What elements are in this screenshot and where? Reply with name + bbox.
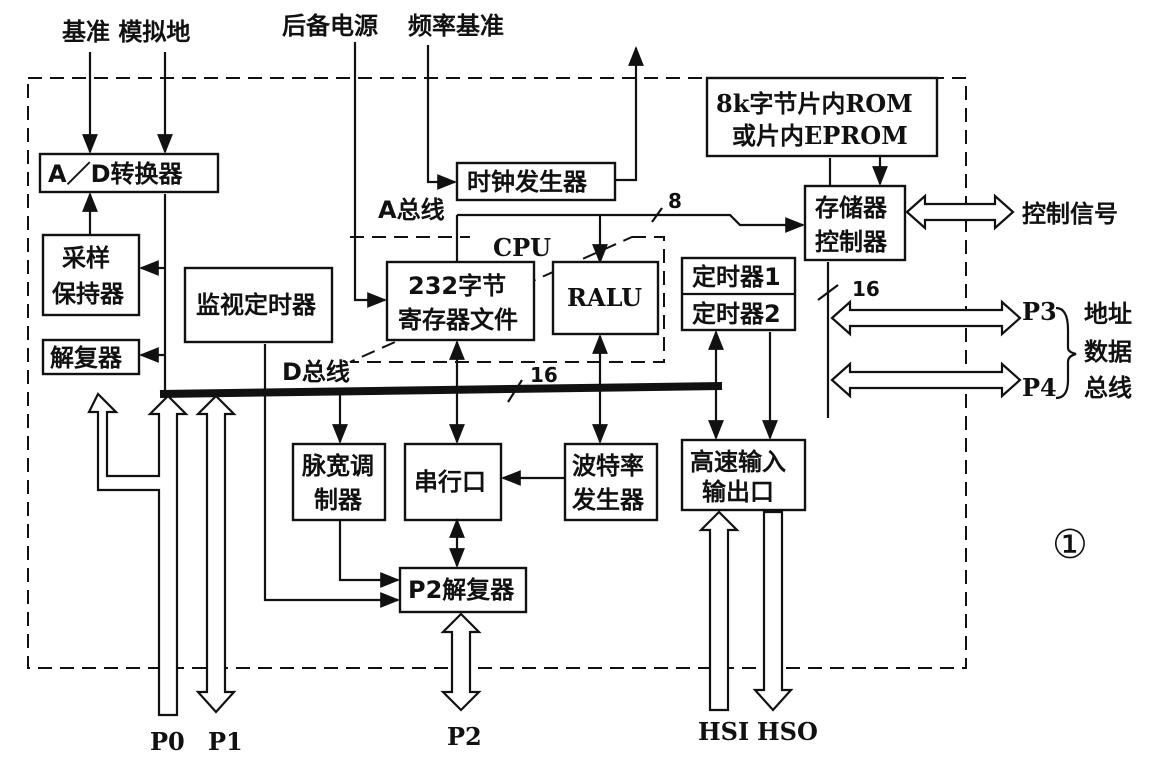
figure-number: ①: [1052, 522, 1088, 568]
d-bus: [159, 382, 723, 398]
svg-text:8k字节片内ROM: 8k字节片内ROM: [716, 89, 913, 118]
backup-power-label: 后备电源: [282, 12, 378, 40]
svg-text:P4: P4: [1022, 373, 1057, 402]
p2-demux-block: [398, 566, 528, 614]
a-bus-label: A总线: [378, 196, 445, 224]
svg-text:P0: P0: [150, 727, 185, 756]
svg-text:时钟发生器: 时钟发生器: [467, 168, 588, 196]
adc-label: A／D转换器: [48, 160, 183, 188]
svg-text:高速输入: 高速输入: [690, 448, 786, 476]
svg-text:RALU: RALU: [567, 283, 642, 312]
sample-hold-block: [41, 233, 141, 317]
svg-text:监视定时器: 监视定时器: [196, 291, 317, 319]
p2-arrow: [440, 612, 482, 712]
svg-text:16: 16: [530, 363, 558, 387]
svg-text:P2解复器: P2解复器: [408, 576, 515, 604]
ralu-block: [551, 260, 660, 336]
cpu-label: CPU: [493, 233, 551, 262]
svg-text:地址: 地址: [1084, 300, 1132, 328]
svg-text:制器: 制器: [314, 486, 363, 514]
demux-left-block: [41, 338, 141, 376]
svg-text:控制信号: 控制信号: [1022, 200, 1118, 228]
freq-ref-label: 频率基准: [408, 12, 504, 40]
svg-text:数据: 数据: [1084, 338, 1132, 366]
svg-text:8: 8: [668, 189, 682, 213]
svg-text:保持器: 保持器: [51, 280, 125, 308]
p1-arrow: [195, 394, 237, 714]
p0-arrow: [87, 392, 189, 717]
svg-text:定时器2: 定时器2: [692, 300, 781, 328]
rom-block: [705, 76, 939, 158]
adc-block: [38, 152, 220, 194]
baud-rate-block: [563, 442, 659, 522]
memory-controller-block: [803, 184, 907, 262]
pwm-block: [291, 442, 387, 522]
svg-text:或片内EPROM: 或片内EPROM: [732, 121, 908, 150]
svg-text:控制器: 控制器: [815, 228, 888, 256]
svg-text:寄存器文件: 寄存器文件: [398, 306, 518, 334]
watchdog-block: [183, 266, 334, 344]
hsi-arrow: [698, 510, 740, 712]
d-bus-label: D总线: [282, 358, 350, 386]
svg-text:定时器1: 定时器1: [692, 263, 781, 291]
svg-text:波特率: 波特率: [572, 452, 644, 480]
svg-text:P1: P1: [208, 727, 243, 756]
svg-text:HSI: HSI: [698, 717, 749, 746]
svg-text:P2: P2: [447, 722, 482, 751]
svg-text:存储器: 存储器: [815, 194, 888, 222]
svg-text:脉宽调: 脉宽调: [301, 452, 374, 480]
svg-text:232字节: 232字节: [408, 272, 506, 300]
p4-arrow: [830, 361, 1022, 399]
hso-arrow: [752, 510, 794, 712]
clock-gen-block: [455, 161, 617, 202]
svg-text:P3: P3: [1022, 297, 1057, 326]
register-file-block: [385, 260, 536, 342]
control-signal-arrow: [905, 193, 1015, 231]
ref-analog-gnd-label: 基准 模拟地: [62, 18, 190, 46]
svg-text:总线: 总线: [1084, 374, 1132, 402]
svg-text:输出口: 输出口: [702, 478, 774, 506]
svg-text:串行口: 串行口: [414, 468, 486, 496]
serial-port-block: [403, 442, 503, 522]
hsio-block: [680, 438, 807, 512]
svg-text:解复器: 解复器: [50, 344, 123, 372]
svg-text:16: 16: [852, 277, 880, 301]
svg-text:发生器: 发生器: [571, 486, 645, 514]
p3-arrow: [830, 299, 1022, 337]
svg-text:HSO: HSO: [757, 717, 818, 746]
svg-text:采样: 采样: [62, 244, 110, 272]
